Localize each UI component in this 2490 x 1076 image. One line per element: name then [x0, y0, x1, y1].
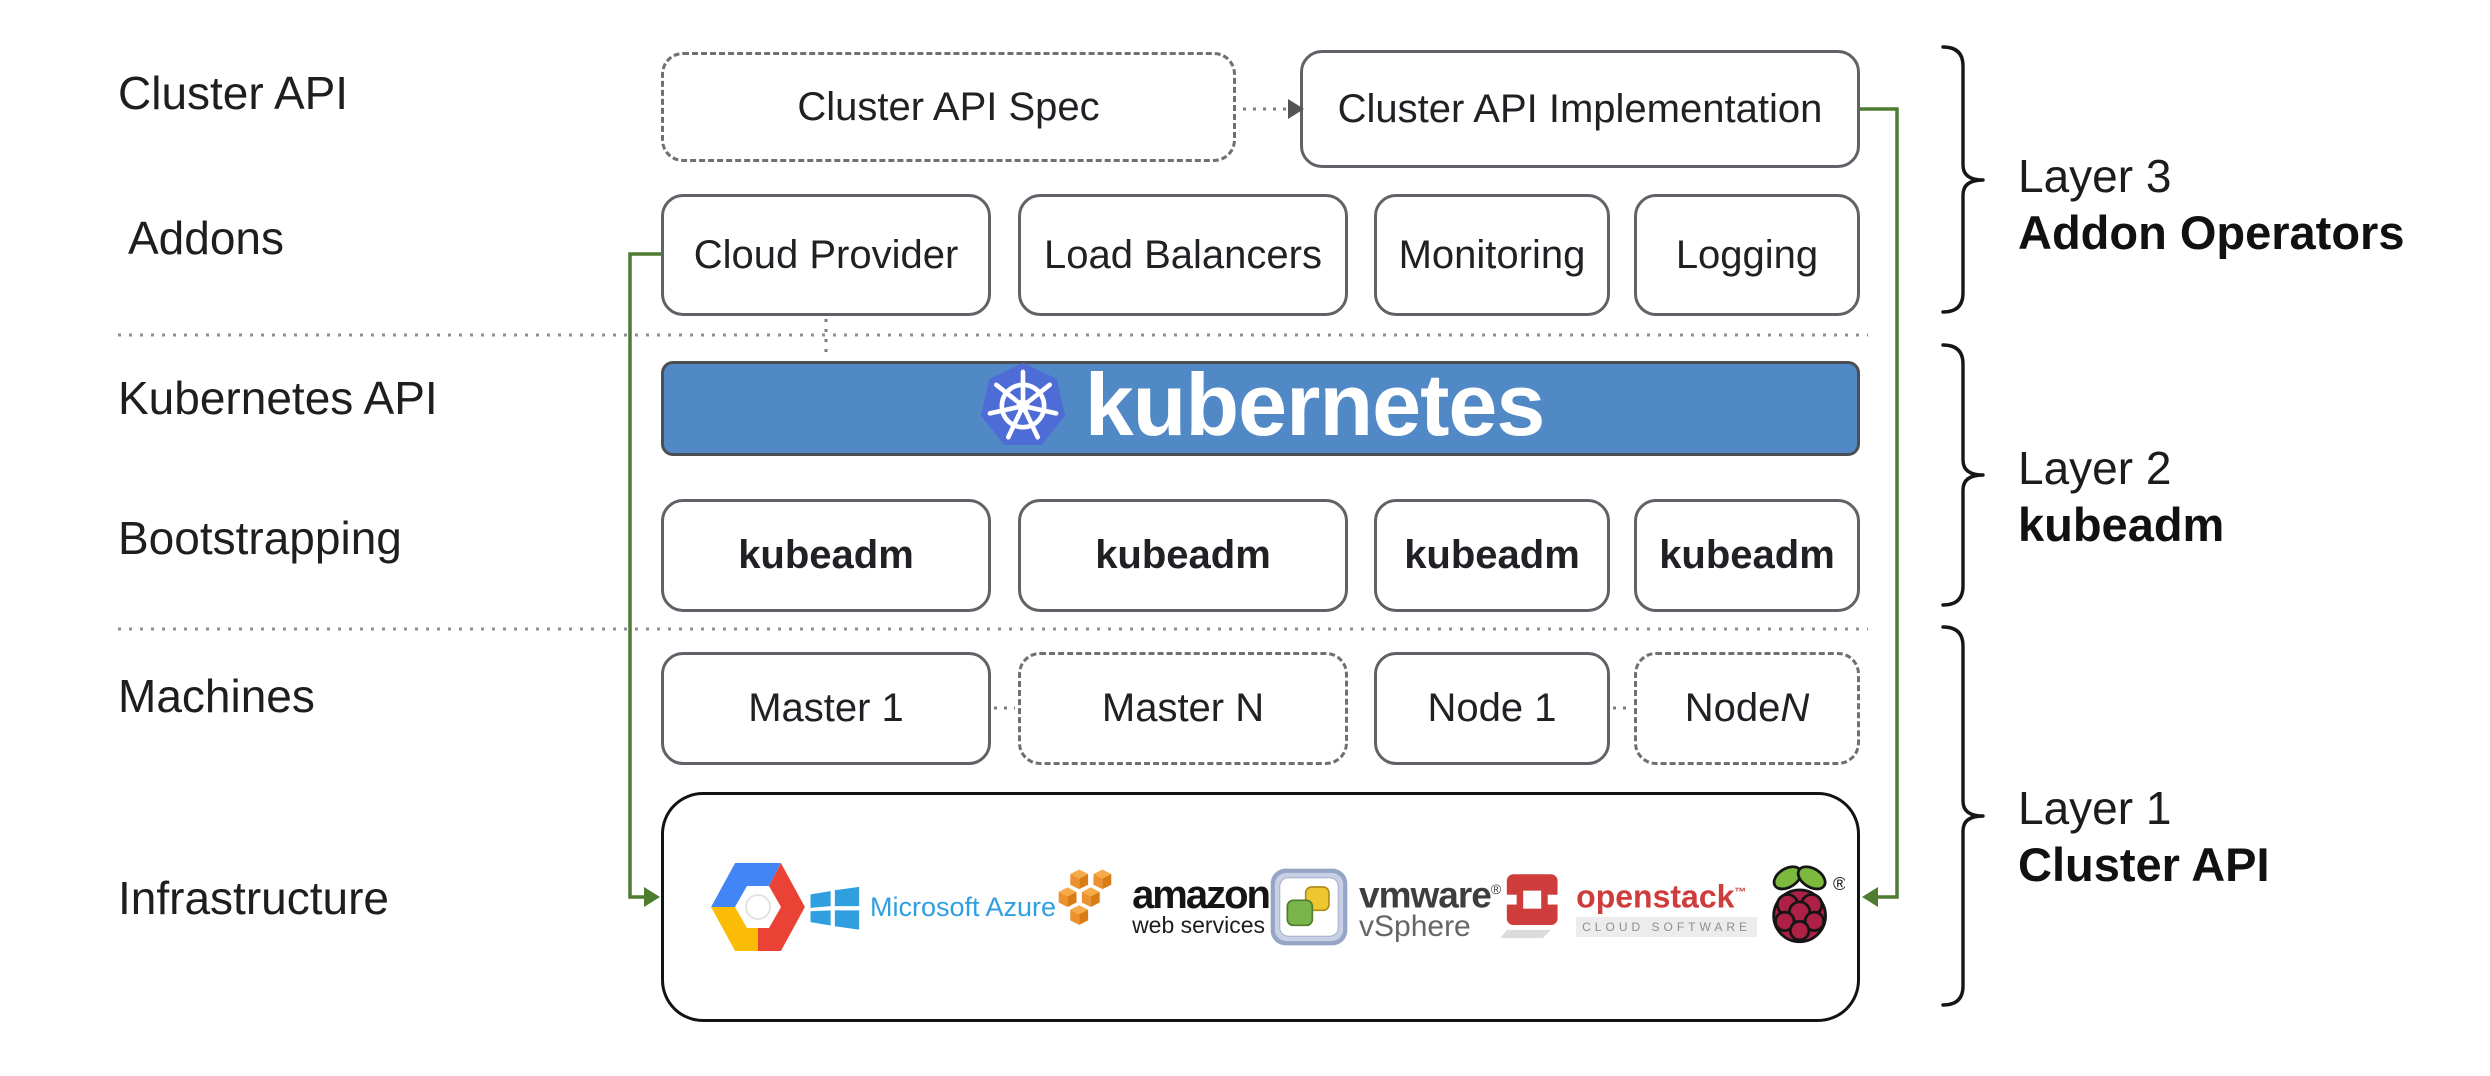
- kubernetes-wordmark: kubernetes: [1084, 354, 1546, 454]
- aws-cubes-icon: [1058, 869, 1112, 925]
- raspberry-pi-registered-mark: ®: [1833, 873, 1845, 894]
- layer-3-brace: [1941, 45, 1985, 314]
- vsphere-wordmark: vSphere: [1359, 910, 1471, 944]
- vmware-wordmark: vmware®: [1359, 872, 1501, 916]
- layer-1-label: Layer 1 Cluster API: [2018, 780, 2270, 894]
- kubeadm-box-3: kubeadm: [1374, 499, 1610, 612]
- cluster-api-spec-box: Cluster API Spec: [661, 52, 1236, 162]
- load-balancers-box: Load Balancers: [1018, 194, 1348, 316]
- cloud-provider-to-infrastructure-line: [628, 252, 661, 899]
- row-label-kubernetes-api: Kubernetes API: [118, 372, 438, 424]
- microsoft-azure-wordmark: Microsoft Azure: [870, 891, 1057, 922]
- amazon-wordmark: amazon: [1132, 873, 1271, 917]
- layer-1-title: Layer 1: [2018, 782, 2172, 834]
- master-n-box: Master N: [1018, 652, 1348, 765]
- infrastructure-box: Microsoft Azure amazon web services: [661, 792, 1860, 1022]
- raspberry-pi-logo-icon: ®: [1757, 857, 1845, 957]
- layer-1-subtitle: Cluster API: [2018, 838, 2270, 891]
- kubeadm-box-2: kubeadm: [1018, 499, 1348, 612]
- right-green-arrowhead-icon: [1862, 887, 1878, 907]
- layer-3-title: Layer 3: [2018, 150, 2172, 202]
- openstack-square-icon: [1500, 874, 1561, 939]
- node-1-box: Node 1: [1374, 652, 1610, 765]
- layer-2-brace: [1941, 343, 1985, 607]
- layer-1-brace: [1941, 625, 1985, 1007]
- openstack-word: openstack: [1576, 878, 1735, 915]
- monitoring-box: Monitoring: [1374, 194, 1610, 316]
- cloud-provider-box: Cloud Provider: [661, 194, 991, 316]
- amazon-web-services-logo: amazon web services: [1056, 868, 1271, 946]
- implementation-to-infrastructure-line: [1860, 107, 1899, 899]
- openstack-wordmark: openstack™: [1576, 877, 1757, 915]
- kubernetes-logo-icon: [977, 360, 1069, 457]
- layer-3-label: Layer 3 Addon Operators: [2018, 148, 2404, 262]
- logging-box: Logging: [1634, 194, 1860, 316]
- node-n-box: Node N: [1634, 652, 1860, 765]
- microsoft-windows-flag-icon: [810, 886, 860, 930]
- cluster-api-implementation-box: Cluster API Implementation: [1300, 50, 1860, 168]
- microsoft-azure-logo: Microsoft Azure: [808, 881, 1056, 933]
- master-1-box: Master 1: [661, 652, 991, 765]
- vmware-word: vmware: [1359, 874, 1492, 916]
- row-label-machines: Machines: [118, 670, 315, 722]
- vmware-vsphere-logo: vmware® vSphere: [1269, 867, 1501, 947]
- google-cloud-platform-logo-icon: [708, 861, 808, 953]
- left-green-arrowhead-icon: [644, 887, 660, 907]
- row-label-addons: Addons: [128, 212, 285, 264]
- openstack-trademark: ™: [1734, 885, 1747, 900]
- node-n-italic: N: [1780, 686, 1810, 730]
- row-label-bootstrapping: Bootstrapping: [118, 512, 402, 564]
- layer-2-subtitle: kubeadm: [2018, 498, 2225, 551]
- node-n-label: Node: [1684, 686, 1781, 730]
- row-label-cluster-api: Cluster API: [118, 67, 349, 119]
- kubeadm-box-1: kubeadm: [661, 499, 991, 612]
- openstack-logo: openstack™ CLOUD SOFTWARE: [1500, 871, 1758, 943]
- layer-2-label: Layer 2 kubeadm: [2018, 440, 2224, 554]
- vsphere-puzzle-icon: [1270, 868, 1348, 946]
- layer-2-title: Layer 2: [2018, 442, 2172, 494]
- kubeadm-box-4: kubeadm: [1634, 499, 1860, 612]
- cloud-software-tagline: CLOUD SOFTWARE: [1576, 916, 1758, 937]
- layer-3-subtitle: Addon Operators: [2018, 206, 2405, 259]
- row-label-infrastructure: Infrastructure: [118, 872, 389, 924]
- web-services-wordmark: web services: [1132, 912, 1265, 938]
- vmware-registered-mark: ®: [1490, 880, 1501, 897]
- kubernetes-banner: kubernetes: [661, 354, 1860, 457]
